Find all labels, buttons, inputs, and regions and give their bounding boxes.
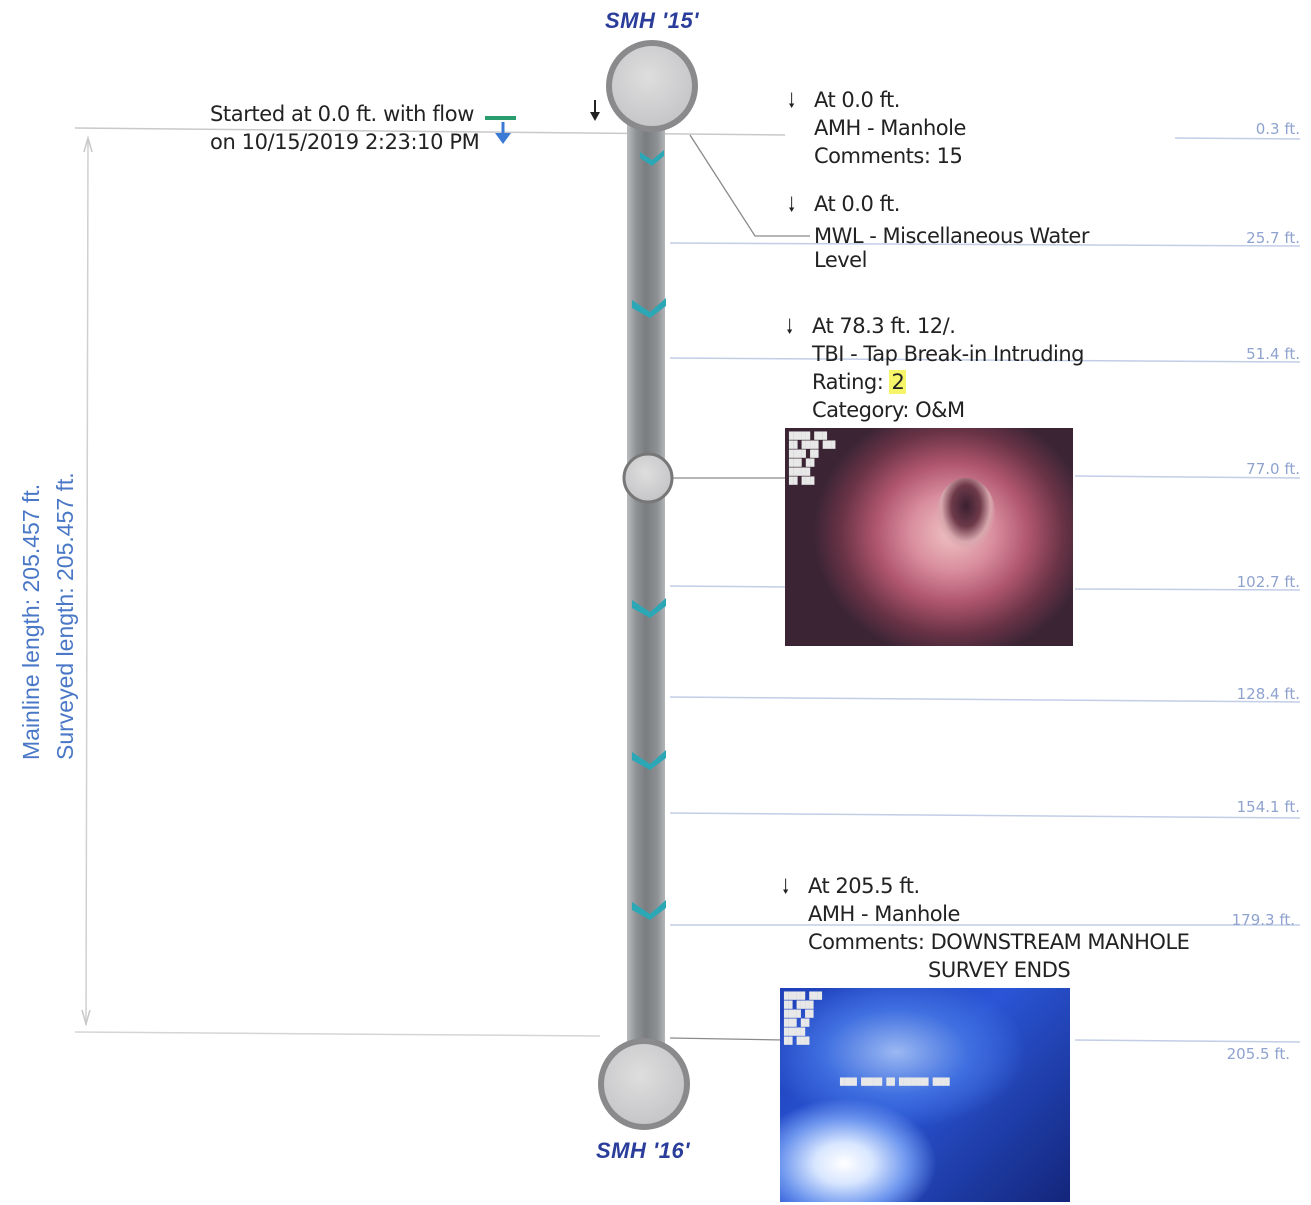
event-amh-bottom: 🠓 At 205.5 ft. AMH - Manhole Comments: D…	[782, 872, 1190, 984]
event-code: TBI - Tap Break-in Intruding	[812, 342, 1085, 366]
flow-chevron	[632, 298, 666, 318]
event-comments: Comments: 15	[814, 144, 963, 168]
event-code: AMH - Manhole	[814, 116, 966, 140]
photo-overlay-text: █████ █████ ████████ █████ █████████ ███	[784, 992, 822, 1045]
event-down-arrow-icon: 🠓	[788, 192, 795, 216]
distance-tick-label: 179.3 ft.	[1231, 911, 1295, 929]
event-down-arrow-icon: 🠓	[786, 314, 793, 338]
event-code: AMH - Manhole	[808, 902, 960, 926]
manhole-top	[606, 40, 698, 132]
distance-tick-label: 128.4 ft.	[1236, 685, 1300, 703]
leader-line-mwl	[689, 134, 810, 237]
flow-chevron	[632, 750, 666, 770]
flow-chevron	[640, 150, 664, 166]
distance-tick-lines	[669, 137, 1301, 1043]
tick-line	[669, 585, 786, 588]
rating-value: 2	[889, 370, 907, 394]
distance-tick-label: 77.0 ft.	[1246, 460, 1300, 478]
tick-line	[669, 696, 1301, 703]
dimension-arrow-bottom	[81, 1009, 91, 1027]
flow-markers	[632, 150, 666, 920]
flow-chevron	[632, 598, 666, 618]
tick-line	[1074, 588, 1301, 591]
event-position: At 78.3 ft. 12/.	[812, 314, 956, 338]
event-category: Category: O&M	[812, 398, 965, 422]
event-tbi: 🠓 At 78.3 ft. 12/. TBI - Tap Break-in In…	[786, 312, 1085, 424]
distance-tick-label: 0.3 ft.	[1255, 120, 1300, 138]
event-position: At 0.0 ft.	[814, 88, 900, 112]
tick-line	[1074, 1039, 1301, 1043]
event-code-line1: MWL - Miscellaneous Water	[814, 224, 1090, 248]
flow-chevron	[632, 900, 666, 920]
flow-direction-icon	[485, 116, 516, 144]
manhole-bottom	[598, 1038, 690, 1130]
event-position: At 0.0 ft.	[814, 192, 900, 216]
leader-line-end	[669, 1037, 786, 1041]
distance-tick-label: 102.7 ft.	[1236, 573, 1300, 591]
start-note: Started at 0.0 ft. with flow on 10/15/20…	[210, 100, 480, 156]
event-down-arrow-icon: 🠓	[788, 88, 795, 112]
tick-line	[669, 812, 1301, 819]
inspection-photo-tbi[interactable]: █████ █████ ████ ███████ █████ █████████…	[785, 428, 1073, 646]
event-amh-top: 🠓 At 0.0 ft. AMH - Manhole Comments: 15	[788, 86, 966, 170]
event-comments-line2: SURVEY ENDS	[928, 958, 1071, 982]
distance-tick-label: 205.5 ft.	[1226, 1045, 1290, 1063]
event-position: At 205.5 ft.	[808, 874, 920, 898]
tick-line	[669, 357, 1301, 363]
event-comments-line1: Comments: DOWNSTREAM MANHOLE	[808, 930, 1190, 954]
tick-line	[669, 242, 1301, 247]
event-down-arrow-icon: 🠓	[782, 874, 789, 898]
distance-tick-label: 25.7 ft.	[1246, 229, 1300, 247]
start-baseline	[74, 127, 786, 136]
start-down-arrow-icon	[590, 100, 600, 121]
dimension-arrow-top	[83, 135, 93, 153]
manhole-bottom-label: SMH '16'	[596, 1138, 690, 1163]
photo-overlay-text: █████ █████ ████ ███████ █████ █████████…	[789, 432, 836, 485]
manhole-top-label: SMH '15'	[605, 8, 699, 33]
event-code-line2: Level	[814, 248, 867, 272]
tick-line	[1074, 475, 1301, 479]
start-note-line1: Started at 0.0 ft. with flow	[210, 102, 474, 126]
length-dimension-line	[85, 139, 89, 1026]
inspection-photo-end[interactable]: █████ █████ ████████ █████ █████████ ███…	[780, 988, 1070, 1202]
start-note-line2: on 10/15/2019 2:23:10 PM	[210, 130, 480, 154]
photo-overlay-caption: ████ █████ ██ ███████ ████	[840, 1078, 950, 1086]
rating-label: Rating:	[812, 370, 890, 394]
event-mwl: 🠓 At 0.0 ft. MWL - Miscellaneous Water L…	[788, 190, 1090, 274]
tap-fitting	[622, 452, 674, 504]
distance-tick-label: 154.1 ft.	[1236, 798, 1300, 816]
distance-tick-label: 51.4 ft.	[1246, 345, 1300, 363]
end-baseline	[74, 1031, 601, 1037]
tick-line	[1174, 137, 1301, 140]
tap-break-in-hole	[937, 478, 995, 548]
event-rating: Rating: 2	[812, 368, 1084, 396]
pipe	[627, 120, 665, 1050]
